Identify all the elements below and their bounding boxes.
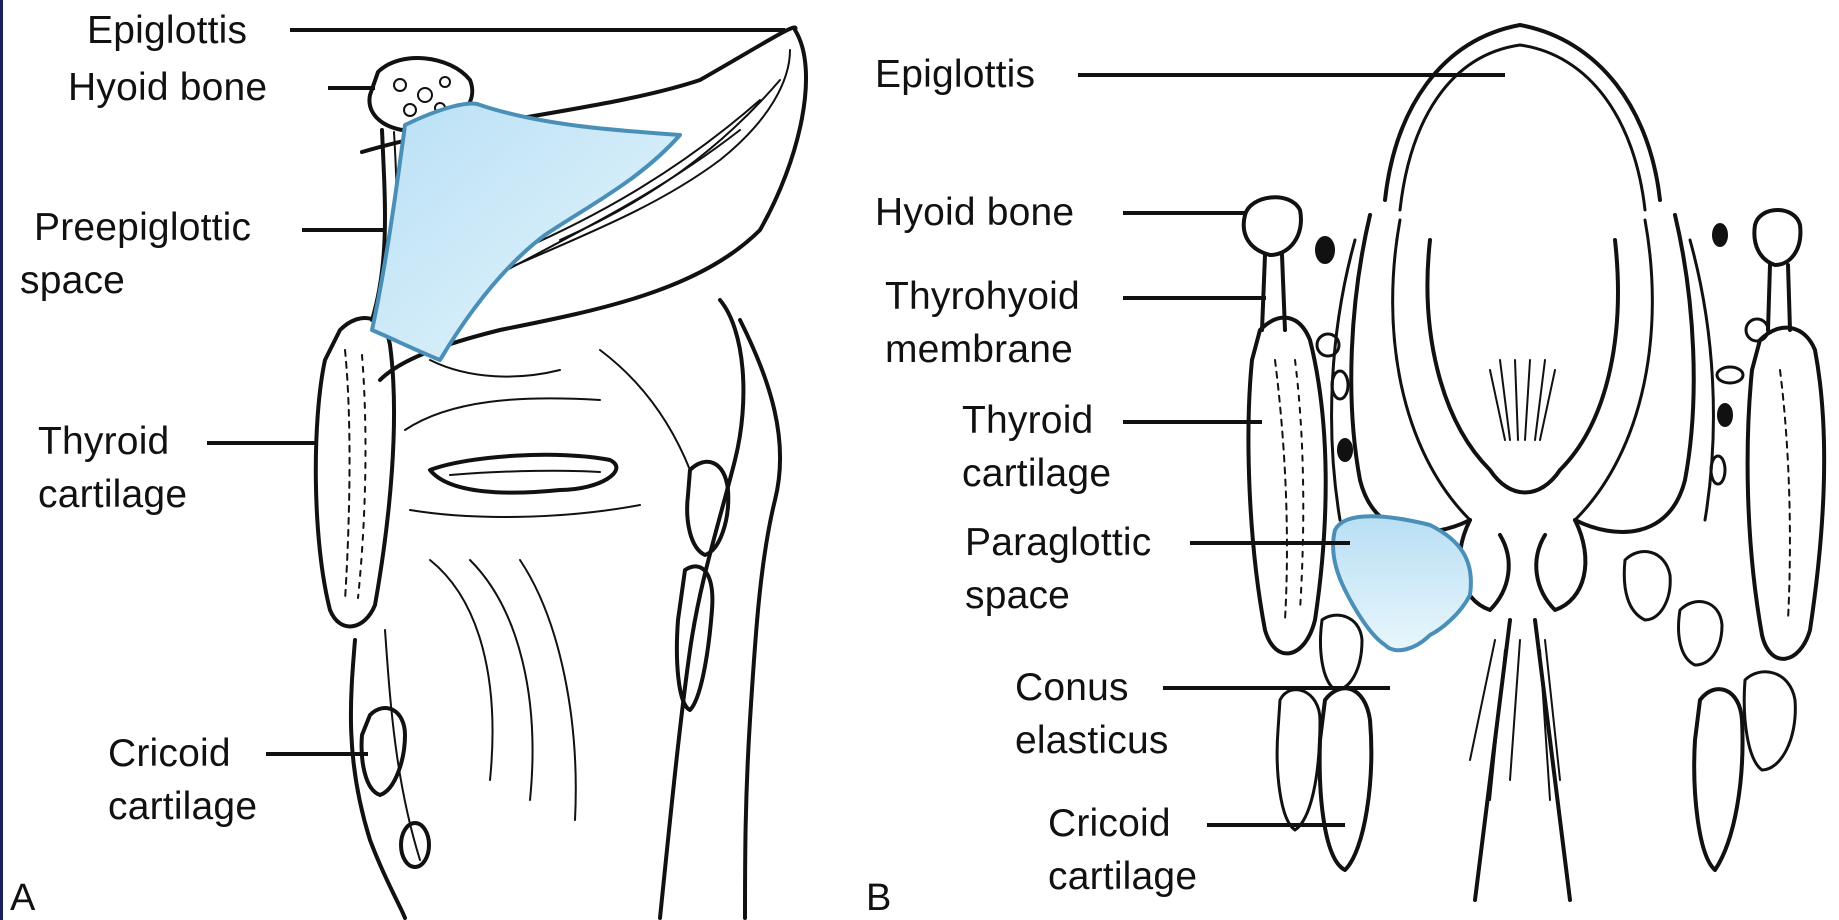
label-thyroid-cartilage-b: Thyroid cartilage xyxy=(962,394,1111,500)
paraglottic-space-highlight xyxy=(1333,516,1471,650)
cricoid-cartilage-b-left xyxy=(1320,688,1372,870)
label-hyoid-bone-b: Hyoid bone xyxy=(875,186,1074,239)
panel-letter-b: B xyxy=(866,878,891,918)
hyoid-bone-b-right xyxy=(1754,210,1800,265)
label-epiglottis-a: Epiglottis xyxy=(87,4,247,57)
cricoid-cartilage-b-right xyxy=(1694,689,1742,870)
label-preepiglottic-space-a: Preepiglottic space xyxy=(20,201,251,307)
label-cricoid-cartilage-a: Cricoid cartilage xyxy=(108,727,257,833)
thyroid-cartilage-b-left xyxy=(1248,318,1325,654)
hyoid-bone-b-left xyxy=(1244,197,1301,255)
label-thyroid-cartilage-a: Thyroid cartilage xyxy=(38,415,187,521)
panel-b-drawing xyxy=(1244,25,1824,900)
epiglottis-b xyxy=(1385,25,1660,200)
label-epiglottis-b: Epiglottis xyxy=(875,48,1035,101)
label-paraglottic-space-b: Paraglottic space xyxy=(965,516,1151,622)
preepiglottic-space-highlight xyxy=(372,104,680,360)
panel-letter-a: A xyxy=(10,878,35,918)
label-conus-elasticus-b: Conus elasticus xyxy=(1015,661,1169,767)
thyroid-cartilage-b-right xyxy=(1748,328,1824,659)
cricoid-cartilage-a xyxy=(362,708,405,795)
label-hyoid-bone-a: Hyoid bone xyxy=(68,61,267,114)
label-cricoid-cartilage-b: Cricoid cartilage xyxy=(1048,797,1197,903)
thyroid-cartilage-a xyxy=(316,318,394,626)
label-thyrohyoid-membrane-b: Thyrohyoid membrane xyxy=(885,270,1080,376)
